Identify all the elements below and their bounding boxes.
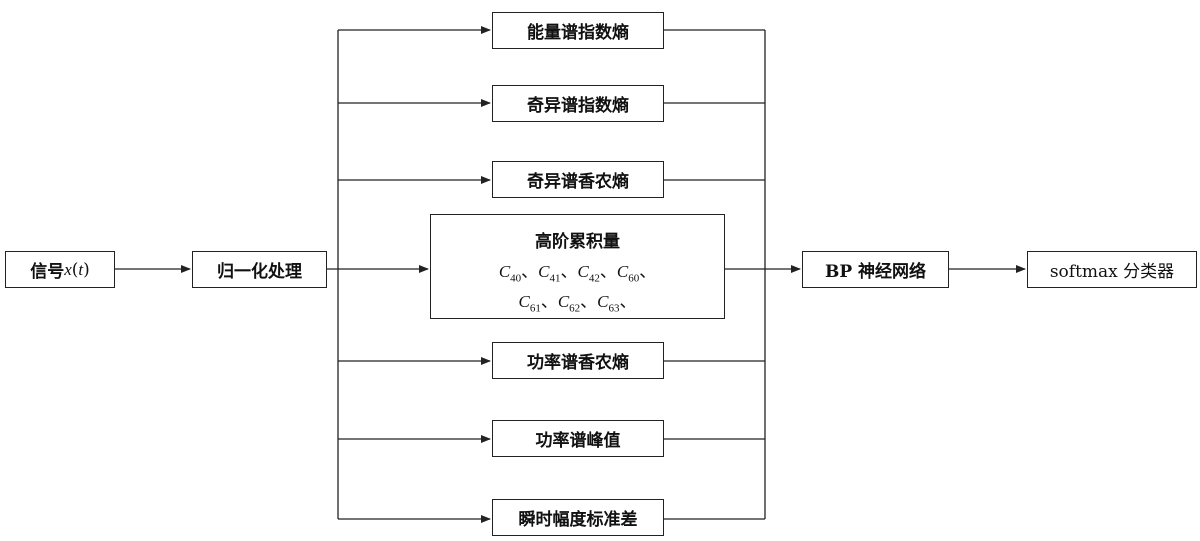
feature-box-power-spectrum-peak: 功率谱峰值 — [492, 420, 664, 457]
separator: 、 — [560, 262, 578, 281]
cumulant-symbol: C — [518, 292, 530, 312]
separator: 、 — [619, 292, 637, 312]
cumulant-symbol: C — [616, 262, 629, 281]
cumulant-subscript: 61 — [529, 302, 541, 315]
input-label-var: x — [64, 259, 72, 279]
cumulants-title: 高阶累积量 — [535, 232, 620, 252]
input-label-paren-close: ) — [83, 259, 90, 280]
feature-box-power-spectrum-shannon-entropy: 功率谱香农熵 — [492, 342, 664, 379]
cumulant-subscript: 62 — [569, 302, 581, 315]
cumulant-symbol: C — [538, 262, 550, 281]
input-signal-box: 信号 x ( t ) — [5, 251, 115, 288]
feature-box-instantaneous-amplitude-std: 瞬时幅度标准差 — [492, 499, 664, 536]
feature-box-energy-spectrum-exp-entropy: 能量谱指数熵 — [492, 12, 664, 49]
feature-label: 功率谱香农熵 — [527, 353, 629, 373]
softmax-classifier-box: softmax 分类器 — [1027, 251, 1197, 288]
cumulant-subscript: 63 — [608, 302, 620, 315]
normalize-box: 归一化处理 — [192, 251, 327, 288]
feature-label: 奇异谱香农熵 — [527, 172, 629, 192]
feature-label: 奇异谱指数熵 — [527, 96, 629, 116]
cumulants-box: 高阶累积量 C40、C41、C42、C60、 C61、C62、C63、 — [430, 214, 725, 319]
feature-label: 功率谱峰值 — [535, 431, 621, 451]
classifier-label: softmax 分类器 — [1049, 262, 1175, 282]
cumulants-line-1: C40、C41、C42、C60、 — [499, 260, 656, 290]
network-label: BP 神经网络 — [824, 262, 927, 282]
cumulant-symbol: C — [498, 262, 511, 281]
separator: 、 — [599, 262, 617, 281]
normalize-label: 归一化处理 — [217, 262, 302, 282]
separator: 、 — [540, 292, 558, 312]
input-label-prefix: 信号 — [30, 262, 65, 282]
cumulant-symbol: C — [557, 292, 570, 312]
feature-label: 能量谱指数熵 — [527, 23, 629, 43]
feature-box-singular-spectrum-exp-entropy: 奇异谱指数熵 — [492, 85, 664, 122]
cumulant-subscript: 60 — [628, 272, 640, 285]
cumulant-subscript: 41 — [549, 272, 561, 285]
input-label-arg: t — [78, 259, 84, 279]
separator: 、 — [521, 262, 539, 281]
feature-label: 瞬时幅度标准差 — [518, 510, 638, 530]
cumulants-line-2: C61、C62、C63、 — [518, 290, 636, 320]
cumulant-subscript: 40 — [510, 272, 522, 285]
input-label-paren-open: ( — [71, 259, 79, 280]
cumulant-symbol: C — [577, 262, 589, 281]
cumulant-subscript: 42 — [588, 272, 600, 285]
bp-network-box: BP 神经网络 — [802, 251, 949, 288]
cumulant-symbol: C — [597, 292, 609, 312]
feature-box-singular-spectrum-shannon-entropy: 奇异谱香农熵 — [492, 161, 664, 198]
separator: 、 — [639, 262, 657, 281]
separator: 、 — [580, 292, 598, 312]
